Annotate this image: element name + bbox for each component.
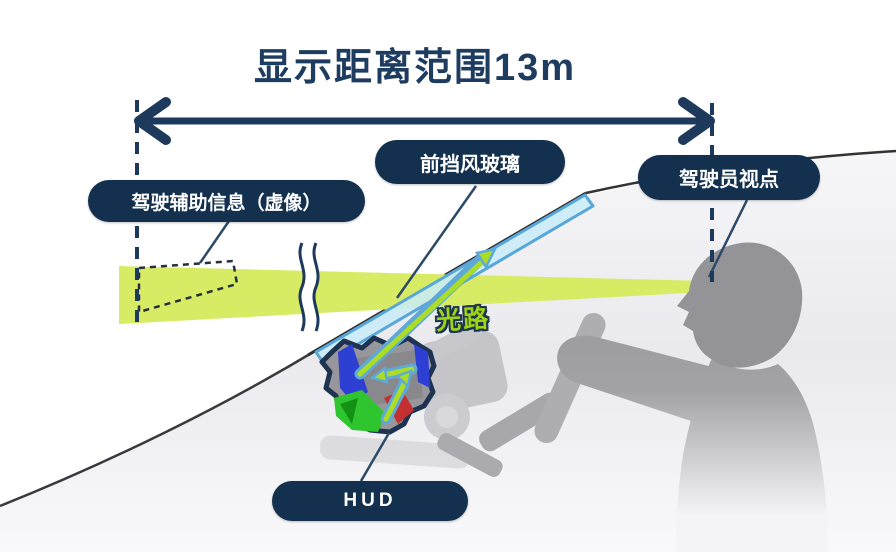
hud-pgu-shade	[340, 398, 358, 424]
leader-windshield	[395, 185, 478, 299]
light-path-label: 光路	[435, 304, 491, 336]
dashboard-silhouette	[320, 321, 508, 469]
range-arrowhead-right	[678, 97, 715, 145]
driver-silhouette	[557, 242, 828, 552]
range-arrowhead-left	[134, 97, 171, 145]
light-path-arrows	[354, 247, 498, 425]
callout-windshield-label: 前挡风玻璃	[420, 153, 520, 176]
leader-hud	[359, 432, 391, 482]
callout-hud-label: HUD	[343, 490, 397, 511]
hud-mirror-right	[414, 344, 430, 388]
diagram-title: 显示距离范围13m	[253, 47, 577, 89]
leader-virtual-image	[198, 220, 231, 264]
callout-windshield: 前挡风玻璃	[375, 140, 565, 184]
light-arrowhead-mirror	[394, 369, 413, 389]
steering-lower-arm	[437, 433, 503, 477]
callout-driver-viewpoint-label: 驾驶员视点	[679, 169, 779, 191]
callout-virtual-image-label: 驾驶辅助信息（虚像）	[131, 192, 322, 214]
hud-pgu-green	[334, 390, 386, 432]
steering-column	[479, 392, 561, 452]
hud-mirror-left	[338, 344, 368, 402]
callout-virtual-image: 驾驶辅助信息（虚像）	[88, 180, 365, 222]
distance-break-mark	[298, 240, 320, 334]
callout-leader-lines	[198, 185, 749, 482]
callout-hud: HUD	[272, 481, 468, 521]
leader-driver-viewpoint	[707, 199, 749, 278]
driver-arm	[557, 335, 724, 424]
driver-torso	[676, 358, 828, 552]
driver-head	[677, 242, 803, 368]
callout-driver-viewpoint: 驾驶员视点	[638, 155, 820, 200]
light-arrowhead-left	[369, 365, 389, 384]
hood-line	[0, 349, 316, 508]
light-arrowhead-windshield	[474, 247, 498, 270]
